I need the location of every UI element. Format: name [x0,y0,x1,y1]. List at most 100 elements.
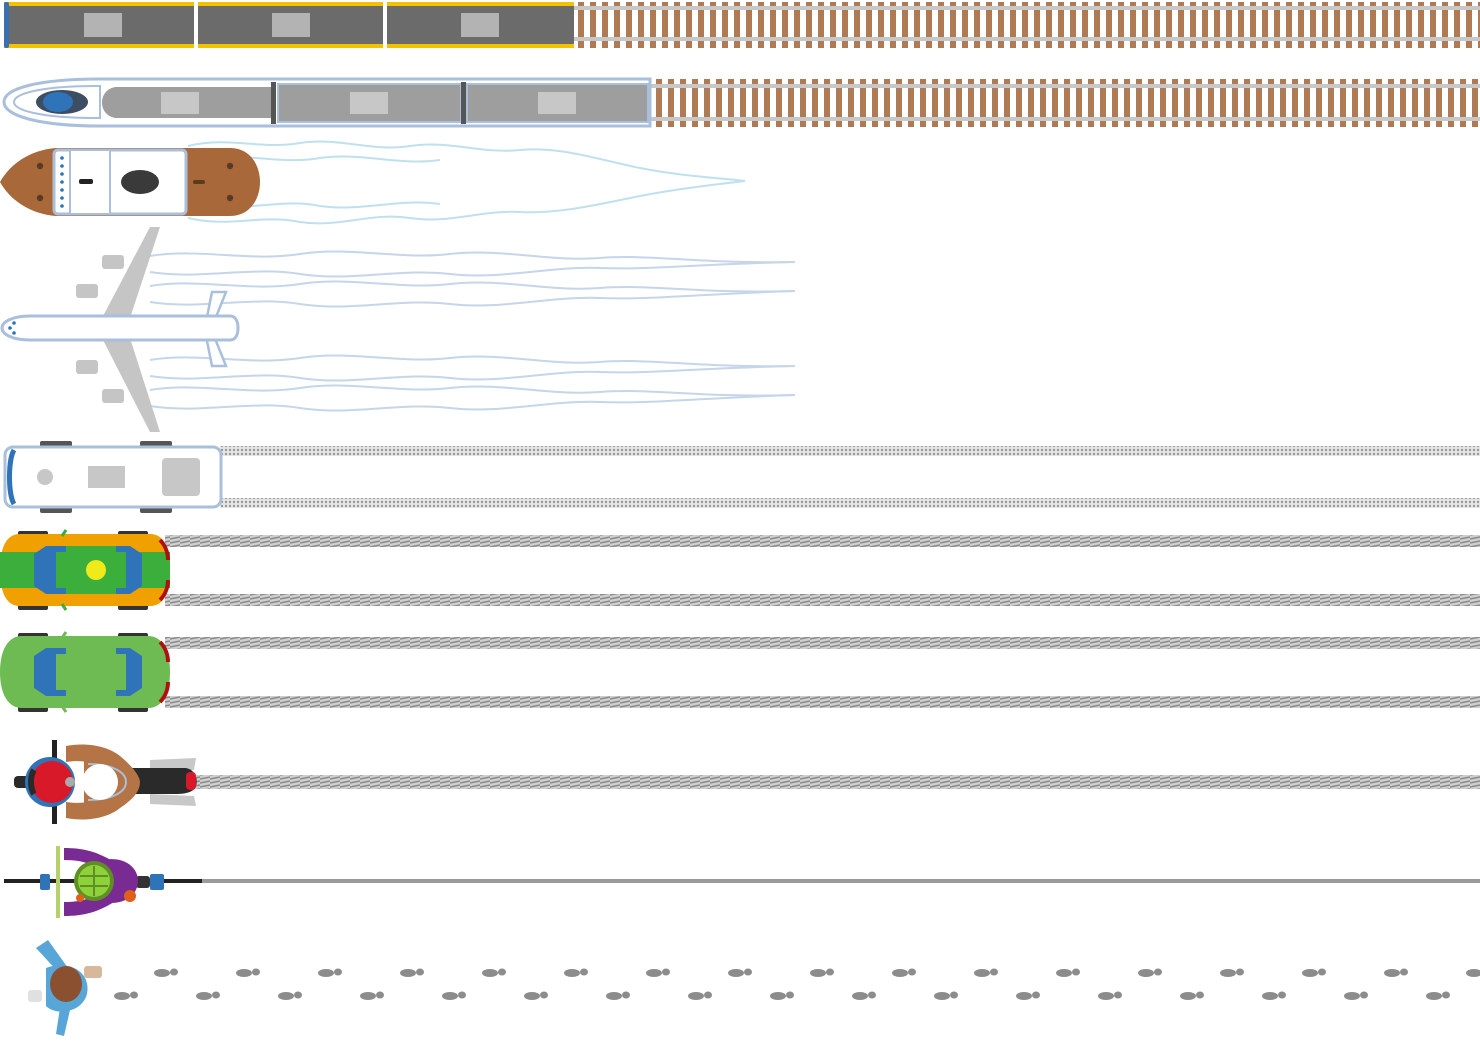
footprint [1072,968,1080,976]
footprint [1318,968,1326,976]
rail-tie [1454,2,1460,48]
rail-tie [890,2,896,48]
footprint [376,991,384,999]
footprint [1196,991,1204,999]
rail-tie [1340,79,1346,127]
rail-tie [1076,79,1082,127]
rail-tie [788,79,794,127]
rail-tie [1280,79,1286,127]
rail-tie [896,79,902,127]
tire-tracks [165,637,1480,708]
footprint [154,969,170,977]
rail-tie [920,79,926,127]
rail-tie [1430,2,1436,48]
footprint [170,968,178,976]
lane-airplane [0,227,796,432]
rail-tie [1442,2,1448,48]
rail-tie [962,2,968,48]
tire-track [190,775,1480,789]
rail-tie [680,79,686,127]
footprint [770,992,786,1000]
rail-tie [1310,2,1316,48]
footprint [1180,992,1196,1000]
rail-tie [992,79,998,127]
rail-tie [1004,79,1010,127]
rail-tie [1094,2,1100,48]
footprint [1442,991,1450,999]
rail-tie [662,2,668,48]
rail-tie [1424,79,1430,127]
rail-tie [764,79,770,127]
ship-icon [0,148,260,216]
rail-tie [1196,79,1202,127]
rail-tie [1148,79,1154,127]
rail-tie [956,79,962,127]
rail-tie [1088,79,1094,127]
footprint [744,968,752,976]
footprint [622,991,630,999]
footprint [318,969,334,977]
rail-tie [1232,79,1238,127]
motorcycle-icon [14,740,197,824]
rail-tie [1328,79,1334,127]
footprint [950,991,958,999]
footprint [892,969,908,977]
rail-tie [1160,79,1166,127]
lane-car [0,631,1480,713]
footprint [1236,968,1244,976]
rail-tie [1208,79,1214,127]
rail-tie [1358,2,1364,48]
rail-tie [1460,79,1466,127]
footprint [1032,991,1040,999]
rail-tie [1154,2,1160,48]
footprint [334,968,342,976]
footprint [212,991,220,999]
rail-tie [1052,79,1058,127]
footprint [360,992,376,1000]
footprint [540,991,548,999]
rail-tie [1022,2,1028,48]
lane-commuter-train [4,2,1480,48]
railway-track [572,2,1480,48]
rail-tie [1244,79,1250,127]
rail-tie [1292,79,1298,127]
rail-tie [836,79,842,127]
rail-tie [1352,79,1358,127]
rail-tie [1406,2,1412,48]
rail-tie [1082,2,1088,48]
footprint [1262,992,1278,1000]
lane-pedestrian [28,940,1480,1036]
rail-tie [776,79,782,127]
rail-tie [716,79,722,127]
footprint [934,992,950,1000]
rail-tie [938,2,944,48]
rail-tie [824,79,830,127]
rail-tie [1166,2,1172,48]
footprint [990,968,998,976]
footprint [1138,969,1154,977]
rail-tie [1466,2,1472,48]
rail-tie [674,2,680,48]
lane-bullet-train [2,77,1480,128]
rail-tie [830,2,836,48]
rail-tie [590,2,596,48]
rail-tie [1346,2,1352,48]
footprint [688,992,704,1000]
rail-tie [1130,2,1136,48]
rail-tie [740,79,746,127]
rail-tie [872,79,878,127]
rail-tie [578,2,584,48]
rail-tie [884,79,890,127]
rail-tie [746,2,752,48]
rail-tie [1118,2,1124,48]
rail-tie [1184,79,1190,127]
car-icon [0,631,170,713]
rail-tie [1016,79,1022,127]
footprint [252,968,260,976]
rail-tie [794,2,800,48]
rail-tie [710,2,716,48]
footprint [458,991,466,999]
rail-tie [602,2,608,48]
rail-tie [650,2,656,48]
rail-tie [692,79,698,127]
